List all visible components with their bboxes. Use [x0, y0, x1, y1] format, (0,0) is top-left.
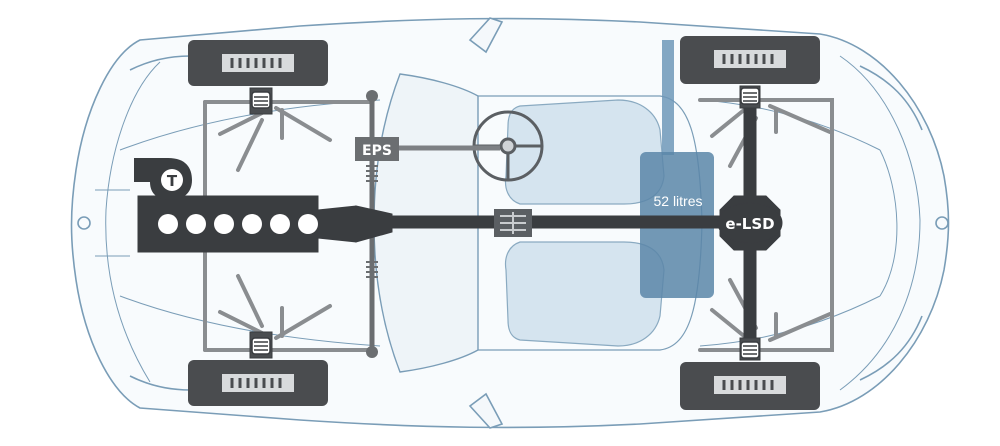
rear-subframe [698, 98, 834, 352]
propshaft [391, 215, 733, 229]
headlight-bottom [129, 375, 191, 391]
wheel-front-right [188, 360, 328, 406]
mirror-right [468, 392, 504, 429]
body-inner-line [105, 55, 921, 391]
coil-rear-left [740, 87, 760, 105]
wheel-rear-left [680, 36, 820, 84]
cylinder-3 [214, 214, 234, 234]
front-emblem [77, 216, 91, 230]
fuel-tank-label: 52 litres [653, 193, 702, 209]
cylinder-4 [242, 214, 262, 234]
rear-emblem [935, 216, 949, 230]
coil-rear-right [740, 341, 760, 359]
taillight-top [859, 65, 923, 131]
differential-badge [717, 202, 783, 244]
mirror-left [468, 17, 504, 54]
turbo-badge [161, 169, 183, 191]
turbo-label: T [167, 172, 178, 190]
eps-box [355, 137, 399, 161]
differential-label: e-LSD [725, 215, 774, 233]
coil-front-right [251, 337, 271, 355]
interior [472, 99, 665, 347]
seat-driver [504, 99, 665, 205]
wheel-rear-right [680, 362, 820, 410]
cylinder-1 [158, 214, 178, 234]
hood-lines [95, 99, 381, 347]
cylinder-2 [186, 214, 206, 234]
eps-label: EPS [362, 143, 392, 159]
coil-front-left [251, 91, 271, 109]
cylinder-6 [298, 214, 318, 234]
headlight-top [129, 55, 191, 71]
fuel-filler-neck [662, 40, 674, 155]
coil-springs [251, 87, 760, 359]
turbocharger: T [134, 158, 192, 200]
engine-cylinders [158, 214, 318, 234]
cylinder-5 [270, 214, 290, 234]
eps-spring [366, 165, 378, 278]
transmission [355, 205, 393, 243]
seat-passenger [504, 241, 665, 347]
wheel-front-left [188, 40, 328, 86]
taillight-bottom [859, 315, 923, 381]
